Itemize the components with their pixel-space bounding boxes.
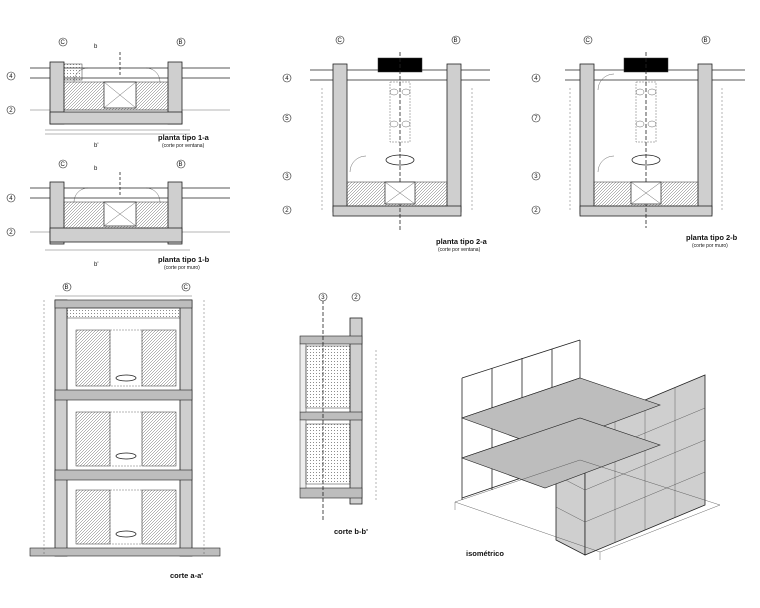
axis-3-label-2b: 3 xyxy=(534,174,538,180)
axis-4-label-1b: 4 xyxy=(9,196,13,202)
axis-2-label-bb: 2 xyxy=(354,295,358,301)
section-bb-title: corte b-b' xyxy=(334,527,368,536)
plan-1b-subtitle: (corte por muro) xyxy=(164,265,200,271)
plan-2b xyxy=(531,35,745,228)
plan-2a-subtitle: (corte por ventana) xyxy=(438,247,481,253)
plan-1b-title: planta tipo 1-b xyxy=(158,255,210,264)
section-mark-b-prime: b' xyxy=(94,143,98,149)
isometric-view xyxy=(454,339,721,560)
section-mark-b: b xyxy=(94,44,98,50)
plan-2a xyxy=(282,35,490,230)
plan-2b-subtitle: (corte por muro) xyxy=(692,243,728,249)
axis-b-label-aa: B xyxy=(65,285,69,291)
axis-2-label-1b: 2 xyxy=(9,230,13,236)
axis-2-label-2a: 2 xyxy=(285,208,289,214)
axis-c-label-2a: C xyxy=(338,38,343,44)
section-bb xyxy=(299,292,377,520)
section-mark-b-1b: b xyxy=(94,166,98,172)
axis-2-label: 2 xyxy=(9,108,13,114)
section-aa-title: corte a-a' xyxy=(170,571,203,580)
axis-c-label: C xyxy=(61,40,66,46)
axis-5-label-2a: 5 xyxy=(285,116,289,122)
axis-b-label-2a: B xyxy=(454,38,458,44)
section-aa xyxy=(29,282,221,557)
axis-4-label-2b: 4 xyxy=(534,76,538,82)
axis-b-label-1b: B xyxy=(179,162,183,168)
axis-c-label-aa: C xyxy=(184,285,189,291)
plan-1a-subtitle: (corte por ventana) xyxy=(162,143,205,149)
axis-7-label-2b: 7 xyxy=(534,116,538,122)
axis-4-label: 4 xyxy=(9,74,13,80)
axis-c-label-1b: C xyxy=(61,162,66,168)
axis-4-label-2a: 4 xyxy=(285,76,289,82)
axis-c-label-2b: C xyxy=(586,38,591,44)
axis-3-label-bb: 3 xyxy=(321,295,325,301)
plan-1a-title: planta tipo 1-a xyxy=(158,133,210,142)
axis-b-label-2b: B xyxy=(704,38,708,44)
plan-2b-title: planta tipo 2-b xyxy=(686,233,738,242)
plan-1b xyxy=(6,159,230,251)
section-mark-b-prime-1b: b' xyxy=(94,262,98,268)
axis-3-label-2a: 3 xyxy=(285,174,289,180)
axis-b-label: B xyxy=(179,40,183,46)
isometric-title: isométrico xyxy=(466,549,504,558)
axis-2-label-2b: 2 xyxy=(534,208,538,214)
plan-1a xyxy=(6,37,230,135)
plan-2a-title: planta tipo 2-a xyxy=(436,237,488,246)
